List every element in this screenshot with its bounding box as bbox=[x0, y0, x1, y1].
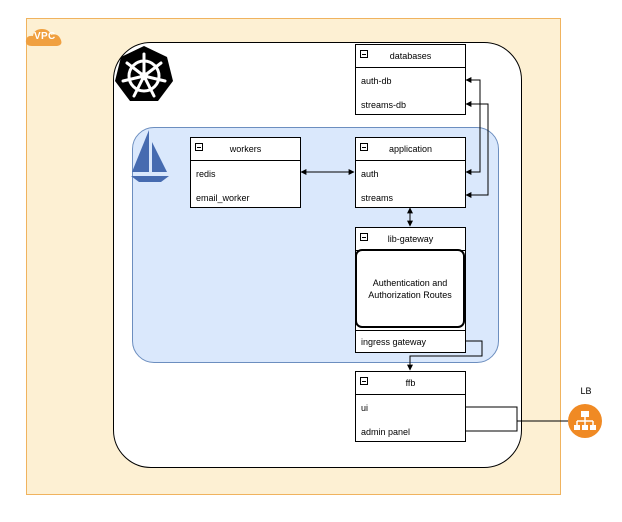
collapse-icon[interactable] bbox=[360, 50, 368, 58]
auth-routes-block: Authentication and Authorization Routes bbox=[355, 249, 465, 328]
vpc-label: VPC bbox=[34, 31, 56, 42]
list-item: ingress gateway bbox=[361, 337, 427, 347]
list-item: redis bbox=[196, 169, 216, 179]
collapse-icon[interactable] bbox=[360, 377, 368, 385]
collapse-icon[interactable] bbox=[195, 143, 203, 151]
workers-box: workers redis email_worker bbox=[190, 137, 301, 208]
list-item: streams-db bbox=[361, 100, 407, 110]
kubernetes-icon bbox=[115, 46, 173, 101]
workers-title: workers bbox=[191, 138, 300, 161]
list-item: auth-db bbox=[361, 76, 392, 86]
list-item: admin panel bbox=[361, 427, 411, 437]
list-item: email_worker bbox=[196, 193, 250, 203]
databases-box: databases auth-db streams-db bbox=[355, 44, 466, 115]
collapse-icon[interactable] bbox=[360, 143, 368, 151]
ffb-title: ffb bbox=[356, 372, 465, 395]
list-item: ui bbox=[361, 403, 369, 413]
istio-icon bbox=[131, 130, 169, 182]
collapse-icon[interactable] bbox=[360, 233, 368, 241]
databases-title: databases bbox=[356, 45, 465, 68]
cloud-icon bbox=[25, 29, 62, 46]
link-streams-streamsdb bbox=[465, 101, 489, 198]
link-ffb-lb bbox=[466, 406, 518, 432]
ffb-box: ffb ui admin panel bbox=[355, 371, 466, 442]
lb-label: LB bbox=[580, 386, 592, 396]
list-item: streams bbox=[361, 193, 394, 203]
load-balancer-icon bbox=[568, 404, 602, 438]
link-gateway-ffb bbox=[407, 340, 483, 371]
link-auth-authdb bbox=[465, 77, 481, 175]
divider bbox=[355, 330, 466, 331]
list-item: auth bbox=[361, 169, 379, 179]
application-box: application auth streams bbox=[355, 137, 466, 208]
network-icon bbox=[574, 411, 596, 430]
application-title: application bbox=[356, 138, 465, 161]
